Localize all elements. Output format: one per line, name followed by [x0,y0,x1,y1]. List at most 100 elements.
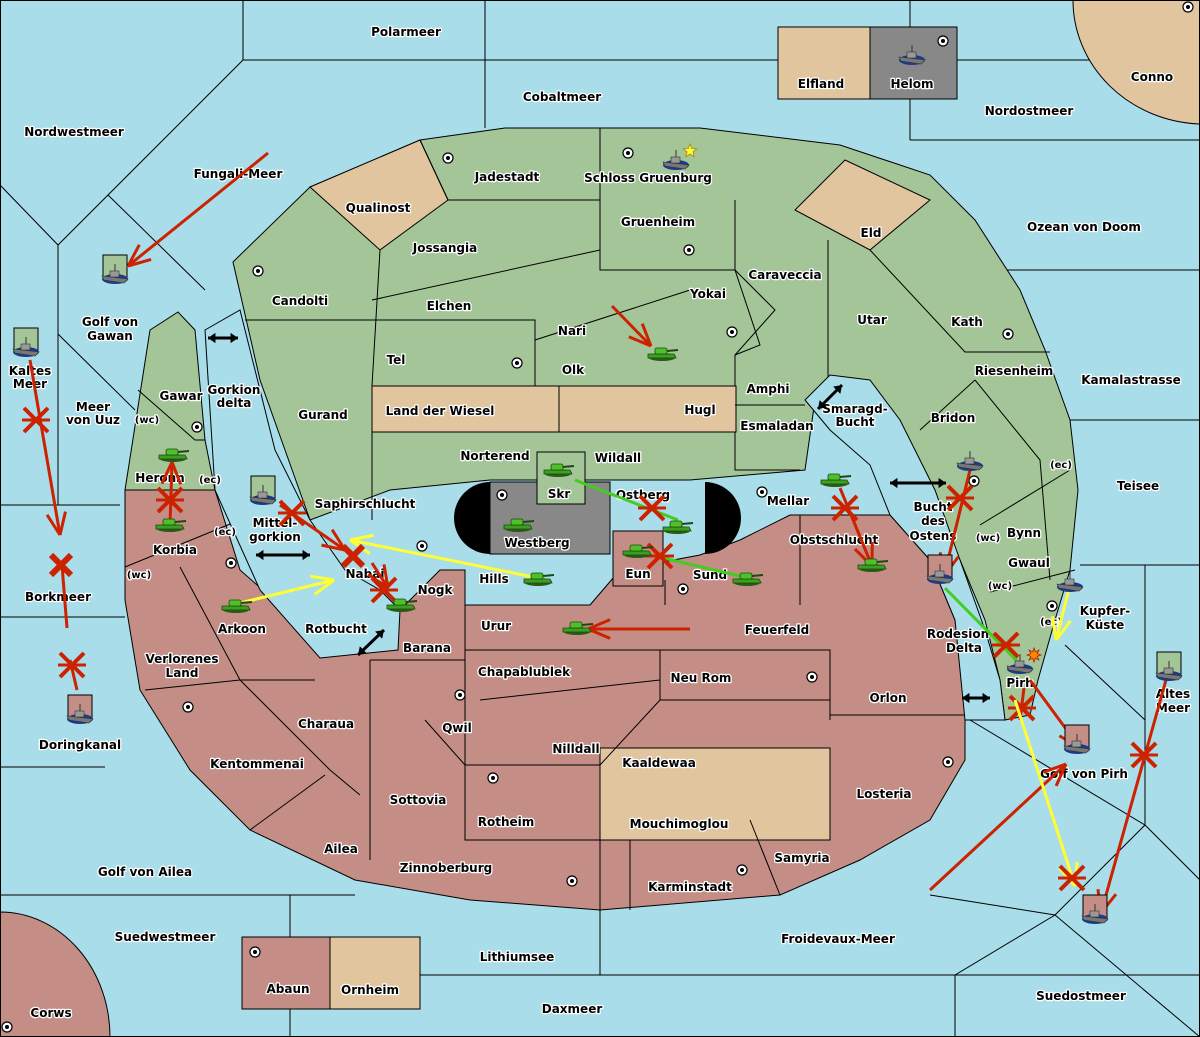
army-unit[interactable] [221,599,253,613]
territory-label[interactable]: Daxmeer [541,1001,604,1018]
territory-label[interactable]: gorkion [248,529,302,546]
territory-label[interactable]: Ozean von Doom [1026,219,1142,236]
territory-label[interactable]: Corws [29,1005,73,1022]
territory-label[interactable]: Zinnoberburg [399,860,494,877]
fleet-unit[interactable] [1081,894,1109,924]
territory-label[interactable]: Rotbucht [304,621,369,638]
territory-label[interactable]: Eun [624,566,652,583]
territory-label[interactable]: Urur [480,618,513,635]
territory-label[interactable]: Nari [557,323,588,340]
territory-label[interactable]: Yokai [688,286,728,303]
territory-label[interactable]: Bucht [912,499,954,516]
territory-label[interactable]: Kaltes [7,363,52,380]
territory-label[interactable]: Gurand [297,407,349,424]
territory-label[interactable]: Kamalastrasse [1080,372,1182,389]
territory-label[interactable]: Tel [385,352,406,369]
territory-label[interactable]: Bridon [929,410,976,427]
fleet-unit[interactable] [956,451,984,471]
army-unit[interactable] [543,463,575,477]
territory-label[interactable]: Ostens [908,528,957,545]
territory-label[interactable]: Suedwestmeer [113,929,216,946]
territory-label[interactable]: Norterend [459,448,531,465]
army-unit[interactable] [503,518,535,532]
territory-label[interactable]: Olk [561,362,587,379]
army-unit[interactable] [857,558,889,572]
territory-label[interactable]: Korbia [152,542,199,559]
fleet-unit[interactable] [1056,572,1084,592]
territory-label[interactable]: Caraveccia [747,267,823,284]
territory-label[interactable]: Froidevaux-Meer [780,931,896,948]
territory-label[interactable]: Mittel- [251,515,298,532]
territory-label[interactable]: Rotheim [476,814,535,831]
territory-label[interactable]: Suedostmeer [1035,988,1127,1005]
territory-label[interactable]: Verlorenes [144,651,219,668]
territory-label[interactable]: Mouchimoglou [628,816,729,833]
territory-label[interactable]: Sottovia [388,792,447,809]
territory-label[interactable]: Borkmeer [24,589,93,606]
territory-label[interactable]: Feuerfeld [743,622,810,639]
army-unit[interactable] [662,520,694,534]
fleet-unit[interactable] [12,327,40,357]
territory-label[interactable]: Land [164,665,199,682]
territory-label[interactable]: Chapablublek [477,664,573,681]
fleet-unit[interactable] [926,554,954,584]
territory-label[interactable]: Orlon [868,690,908,707]
territory-label[interactable]: Arkoon [217,621,267,638]
territory-label[interactable]: Golf von Ailea [97,864,194,881]
territory-label[interactable]: Kaaldewaa [621,755,697,772]
territory-label[interactable]: Doringkanal [38,737,123,754]
territory-label[interactable]: Elchen [425,298,472,315]
territory-label[interactable]: Gawan [86,328,134,345]
territory-label[interactable]: Ostberg [615,487,672,504]
army-unit[interactable] [158,448,190,462]
territory-label[interactable]: Hugl [683,402,717,419]
army-unit[interactable] [155,518,187,532]
fleet-unit[interactable] [66,694,94,724]
territory-label[interactable]: Charaua [297,716,356,733]
territory-label[interactable]: Nordwestmeer [23,124,125,141]
territory-label[interactable]: Esmaladan [739,418,815,435]
territory-label[interactable]: Meer [75,399,112,416]
territory-label[interactable]: Land der Wiesel [384,403,495,420]
territory-label[interactable]: des [920,513,946,530]
territory-label[interactable]: Smaragd- [821,401,889,418]
territory-label[interactable]: Nogk [416,582,454,599]
territory-label[interactable]: Losteria [855,786,913,803]
territory-label[interactable]: Rodesion [926,626,991,643]
territory-label[interactable]: Bucht [834,414,876,431]
territory-label[interactable]: Mellar [766,493,811,510]
territory-label[interactable]: Kath [950,314,984,331]
army-unit[interactable] [622,544,654,558]
territory-label[interactable]: Karminstadt [647,879,734,896]
territory-label[interactable]: Nilldall [551,741,601,758]
fleet-unit[interactable] [1006,646,1043,674]
territory-label[interactable]: Jadestadt [472,169,540,186]
fleet-unit[interactable] [662,142,698,170]
fleet-unit[interactable] [101,254,129,284]
army-unit[interactable] [820,473,852,487]
fleet-unit[interactable] [1155,651,1183,681]
fleet-unit[interactable] [1063,724,1091,754]
territory-label[interactable]: Pirh [1005,675,1035,692]
territory-label[interactable]: Schloss Gruenburg [583,170,713,187]
territory-label[interactable]: Elfland [797,76,846,93]
territory-label[interactable]: Gawar [158,388,204,405]
territory-label[interactable]: Westberg [503,535,571,552]
territory-label[interactable]: Abaun [265,981,311,998]
territory-label[interactable]: Meer [12,376,49,393]
territory-label[interactable]: Wildall [594,450,643,467]
territory-label[interactable]: Candolti [271,293,330,310]
territory-label[interactable]: Amphi [745,381,791,398]
territory-label[interactable]: Ailea [323,841,359,858]
territory-label[interactable]: Gorkion [206,382,261,399]
army-unit[interactable] [386,598,418,612]
territory-label[interactable]: Samyria [773,850,831,867]
fleet-unit[interactable] [249,475,277,505]
territory-label[interactable]: Kupfer- [1079,603,1132,620]
territory-label[interactable]: Golf von [81,314,140,331]
army-unit[interactable] [562,621,594,635]
territory-label[interactable]: Meer [1155,700,1192,717]
army-unit[interactable] [732,572,764,586]
territory-label[interactable]: Qualinost [344,200,411,217]
